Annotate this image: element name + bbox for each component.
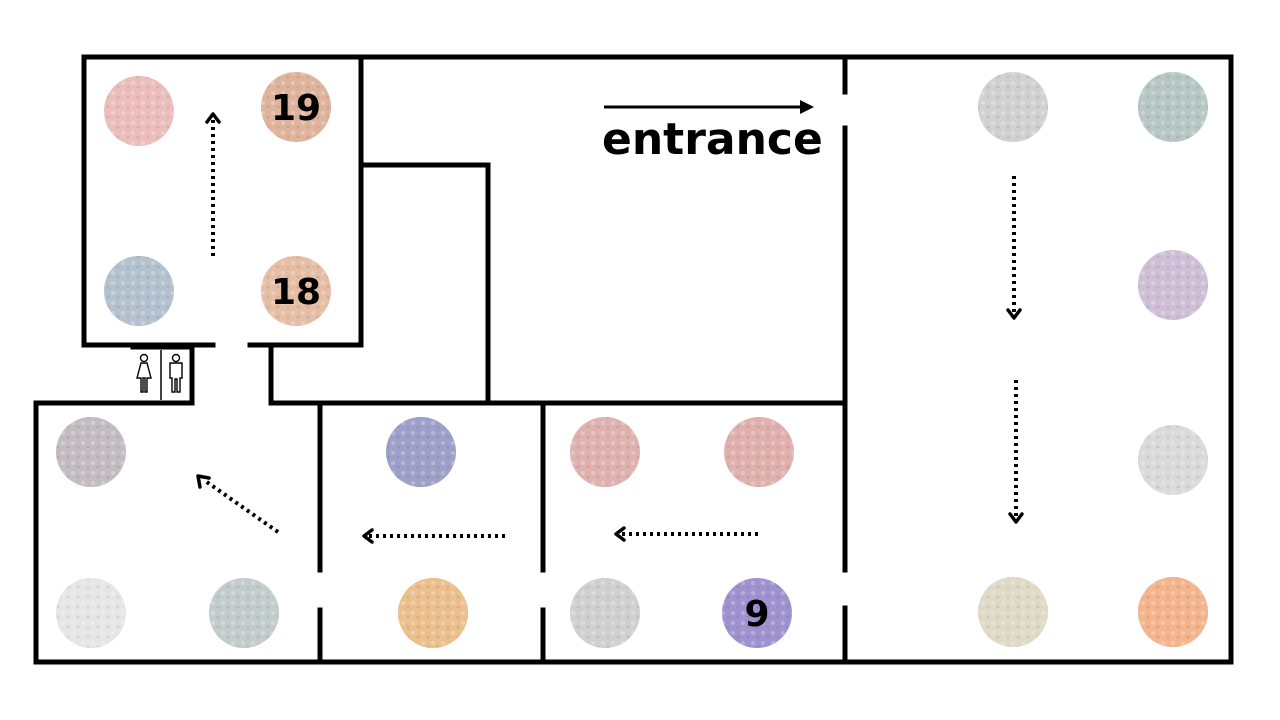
exhibit-image-e17 [1138, 577, 1208, 647]
exhibit-image-e13 [1138, 72, 1208, 142]
exhibit-image-e8 [209, 578, 279, 648]
exhibit-number-19: 19 [271, 88, 321, 129]
exhibit-image-e3 [56, 417, 126, 487]
exhibit-image-e14 [1138, 250, 1208, 320]
exhibit-image-e4 [386, 417, 456, 487]
tour-arrowhead-5 [196, 474, 211, 489]
exhibit-image-e15 [1138, 425, 1208, 495]
walls [33, 54, 1234, 665]
exhibit-image-e5 [570, 417, 640, 487]
exhibit-image-e19 [261, 72, 331, 142]
exhibit-number-18: 18 [271, 272, 321, 313]
tour-arrowhead-6 [205, 112, 221, 124]
exhibit-image-e18 [261, 256, 331, 326]
inner-block-wall [358, 162, 491, 406]
exhibit-image-e16 [978, 577, 1048, 647]
female-restroom-icon [136, 353, 152, 393]
tour-arrowhead-1 [1006, 308, 1022, 320]
exhibit-image-e11 [570, 578, 640, 648]
corridor-wall [268, 344, 848, 406]
exhibit-image-e7 [56, 578, 126, 648]
restroom-wall [130, 344, 195, 406]
male-restroom-icon [169, 353, 183, 393]
tour-arrowhead-4 [362, 528, 374, 544]
exhibit-number-9: 9 [744, 594, 769, 635]
exhibit-image-e6 [724, 417, 794, 487]
exhibit-image-e9 [722, 578, 792, 648]
tour-arrowhead-2 [1008, 512, 1024, 524]
entrance-arrow-head [800, 100, 814, 114]
exhibit-image-e1 [104, 76, 174, 146]
entrance-label: entrance [602, 114, 823, 165]
tour-arrows [196, 112, 1024, 544]
tour-arrow-5 [202, 478, 280, 534]
exhibit-layer [56, 72, 1208, 648]
entrance-marker: entrance [602, 100, 823, 165]
exhibit-image-e12 [978, 72, 1048, 142]
exhibit-image-e10 [398, 578, 468, 648]
tour-arrowhead-3 [614, 526, 626, 542]
exhibit-image-e2 [104, 256, 174, 326]
